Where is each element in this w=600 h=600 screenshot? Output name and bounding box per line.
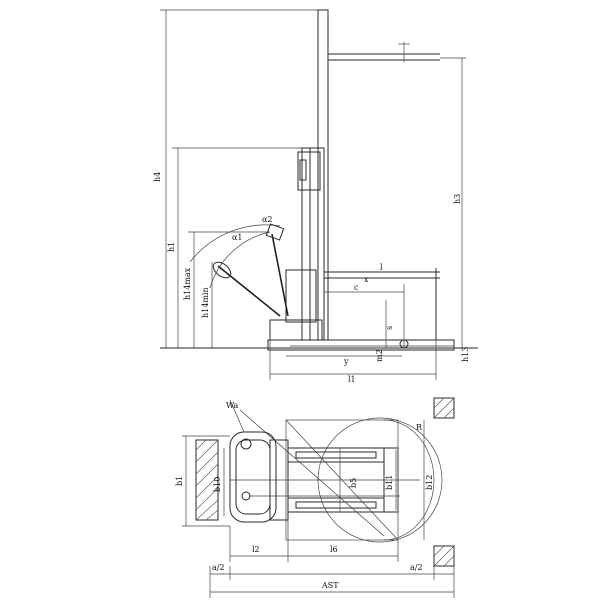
label-y: y — [343, 357, 349, 366]
label-a-half-left: a/2 — [212, 563, 225, 572]
label-x: x — [364, 275, 369, 284]
label-b10: b10 — [213, 477, 222, 492]
label-b11: b11 — [385, 475, 394, 490]
label-angle1: α1 — [232, 233, 243, 242]
label-h4: h4 — [153, 172, 162, 182]
label-s: s — [385, 326, 394, 330]
label-b1: b1 — [175, 476, 184, 486]
label-angle2: α2 — [262, 215, 273, 224]
label-b12: b12 — [425, 475, 434, 490]
top-view: Wa R b1 b10 b5 b11 b12 l2 l6 a/2 a/2 AST — [175, 397, 455, 598]
label-l2: l2 — [252, 545, 260, 554]
label-h13: h13 — [461, 347, 470, 362]
label-l: l — [380, 263, 383, 272]
label-l6: l6 — [330, 545, 338, 554]
label-m2: m2 — [375, 349, 384, 362]
hatch-left — [195, 439, 219, 521]
side-view: h4 h1 h14max h14min α1 α2 h3 l x c s m2 … — [153, 9, 478, 384]
label-l1: l1 — [348, 375, 356, 384]
label-wa: Wa — [226, 401, 239, 410]
label-ast: AST — [321, 581, 339, 590]
label-a-half-right: a/2 — [410, 563, 423, 572]
label-h3: h3 — [453, 194, 462, 204]
label-h14min: h14min — [201, 287, 210, 318]
label-h14max: h14max — [183, 267, 192, 300]
label-r: R — [416, 423, 423, 432]
label-b5: b5 — [349, 478, 358, 488]
label-h1: h1 — [167, 242, 176, 252]
label-c: c — [354, 283, 359, 292]
